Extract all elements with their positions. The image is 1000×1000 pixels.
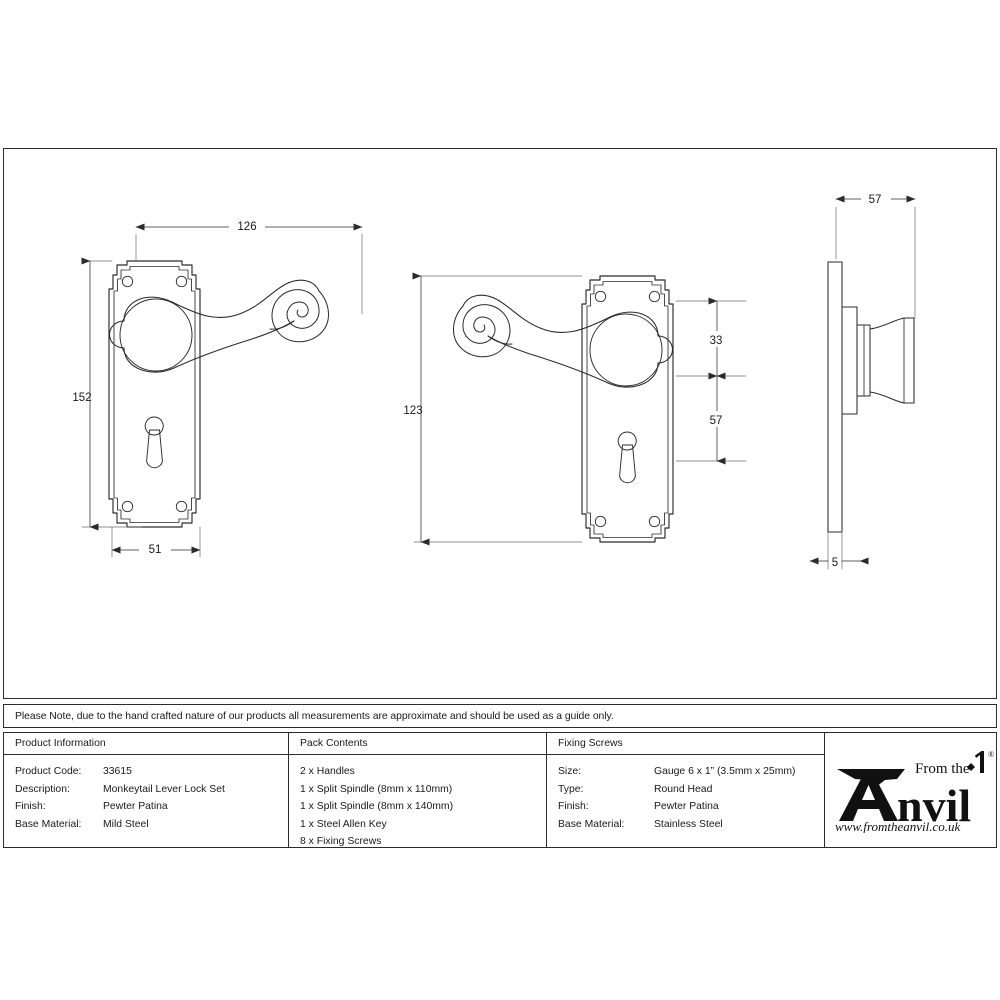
table-row: Size: Gauge 6 x 1” (3.5mm x 25mm) bbox=[558, 763, 824, 781]
description-value: Monkeytail Lever Lock Set bbox=[103, 783, 225, 795]
product-information-header: Product Information bbox=[4, 733, 288, 755]
screw-size-value: Gauge 6 x 1” (3.5mm x 25mm) bbox=[654, 766, 796, 777]
logo-from-the-text: From the bbox=[915, 761, 970, 777]
finish-label: Finish: bbox=[15, 801, 46, 812]
fixing-screws-body: Size: Gauge 6 x 1” (3.5mm x 25mm) Type: … bbox=[547, 755, 824, 833]
table-row: Finish: Pewter Patina bbox=[15, 798, 288, 816]
finish-value: Pewter Patina bbox=[103, 801, 168, 812]
view-front-right-handed bbox=[412, 272, 747, 546]
from-the-anvil-logo: nvil From the ® www.fromtheanvil.co.uk bbox=[825, 733, 996, 847]
screw-size-label: Size: bbox=[558, 766, 582, 777]
screw-base-material-value: Stainless Steel bbox=[654, 818, 723, 830]
registered-mark: ® bbox=[988, 750, 994, 759]
list-item: 2 x Handles bbox=[300, 766, 355, 777]
screw-finish-label: Finish: bbox=[558, 801, 589, 812]
dim-label-5: 5 bbox=[832, 557, 838, 569]
dim-label-152: 152 bbox=[72, 392, 91, 404]
table-row: Product Code: 33615 bbox=[15, 763, 288, 781]
table-row: Base Material: Mild Steel bbox=[15, 816, 288, 834]
view-front-left-handed bbox=[81, 223, 363, 558]
screw-type-value: Round Head bbox=[654, 783, 713, 795]
product-code-value: 33615 bbox=[103, 766, 132, 777]
screw-base-material-label: Base Material: bbox=[558, 818, 625, 830]
dim-label-126: 126 bbox=[237, 221, 256, 233]
list-item: 1 x Steel Allen Key bbox=[300, 818, 387, 830]
dim-label-33: 33 bbox=[710, 335, 723, 347]
dim-label-123: 123 bbox=[403, 405, 422, 417]
product-information-body: Product Code: 33615 Description: Monkeyt… bbox=[4, 755, 288, 833]
logo-nvil-text: nvil bbox=[897, 780, 971, 831]
logo-numeral-one bbox=[974, 751, 984, 773]
product-code-label: Product Code: bbox=[15, 766, 82, 777]
dim-label-51: 51 bbox=[149, 544, 162, 556]
table-row: Base Material: Stainless Steel bbox=[558, 816, 824, 834]
diamond-dot-icon bbox=[966, 763, 975, 771]
logo-url-text: www.fromtheanvil.co.uk bbox=[835, 819, 961, 833]
column-fixing-screws: Fixing Screws Size: Gauge 6 x 1” (3.5mm … bbox=[547, 733, 825, 847]
dim-label-57-horizontal: 57 bbox=[869, 194, 882, 206]
pack-contents-body: 2 x Handles 1 x Split Spindle (8mm x 110… bbox=[289, 755, 546, 851]
anvil-logo-graphic: nvil From the ® www.fromtheanvil.co.uk bbox=[835, 750, 994, 833]
technical-drawing-canvas: 126 152 51 123 33 57 57 5 bbox=[72, 189, 916, 570]
base-material-label: Base Material: bbox=[15, 818, 82, 830]
fixing-screws-header: Fixing Screws bbox=[547, 733, 824, 755]
table-row: Type: Round Head bbox=[558, 781, 824, 799]
drawing-frame: 126 152 51 123 33 57 57 5 bbox=[3, 148, 997, 699]
product-info-table: Product Information Product Code: 33615 … bbox=[3, 732, 997, 848]
base-material-value: Mild Steel bbox=[103, 818, 149, 830]
description-label: Description: bbox=[15, 783, 70, 795]
list-item: 1 x Split Spindle (8mm x 110mm) bbox=[300, 783, 453, 795]
column-brand-logo: nvil From the ® www.fromtheanvil.co.uk bbox=[825, 733, 996, 847]
pack-contents-header: Pack Contents bbox=[289, 733, 546, 755]
view-side-profile bbox=[809, 195, 916, 570]
screw-type-label: Type: bbox=[558, 783, 584, 795]
measurement-note-text: Please Note, due to the hand crafted nat… bbox=[15, 710, 614, 722]
column-product-information: Product Information Product Code: 33615 … bbox=[4, 733, 289, 847]
list-item: 8 x Fixing Screws bbox=[300, 836, 382, 847]
measurement-note-row: Please Note, due to the hand crafted nat… bbox=[3, 704, 997, 728]
column-pack-contents: Pack Contents 2 x Handles 1 x Split Spin… bbox=[289, 733, 547, 847]
table-row: Description: Monkeytail Lever Lock Set bbox=[15, 781, 288, 799]
letter-a-glyph bbox=[838, 775, 898, 821]
list-item: 1 x Split Spindle (8mm x 140mm) bbox=[300, 801, 454, 812]
dim-label-57-vertical: 57 bbox=[710, 415, 723, 427]
screw-finish-value: Pewter Patina bbox=[654, 801, 719, 812]
table-row: Finish: Pewter Patina bbox=[558, 798, 824, 816]
